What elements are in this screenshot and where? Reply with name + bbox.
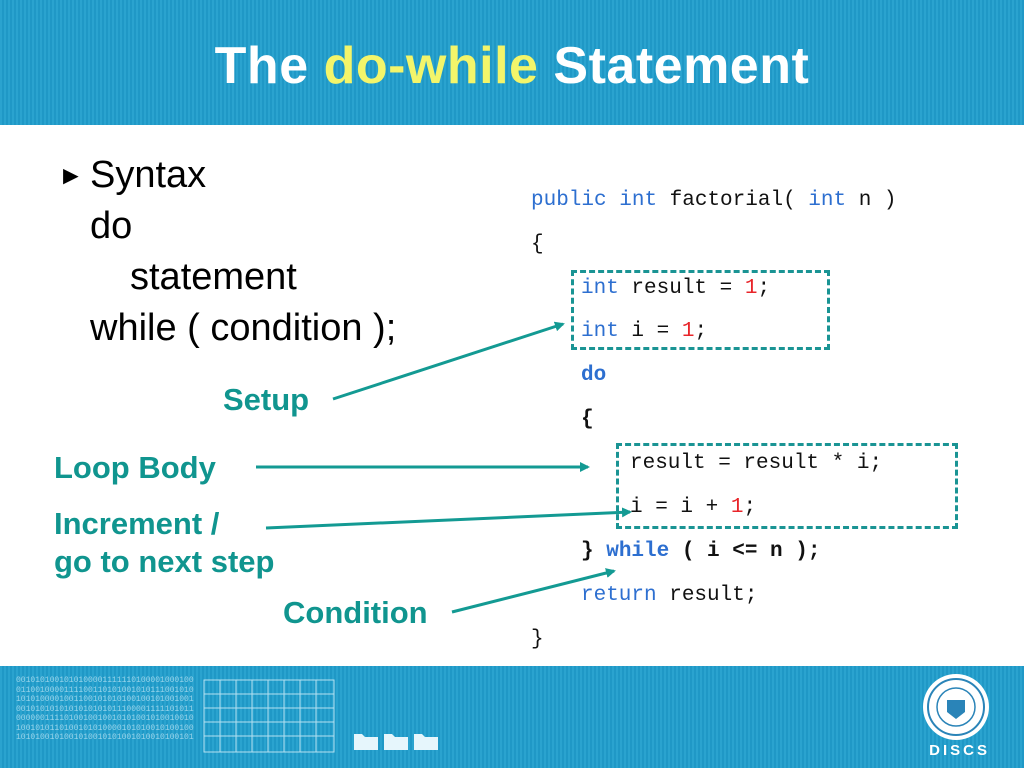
folder-icons bbox=[354, 734, 438, 750]
code-line-3: int result = 1; bbox=[581, 277, 771, 300]
code-line-4: int i = 1; bbox=[581, 320, 708, 343]
syntax-while: while ( condition ); bbox=[90, 307, 397, 349]
arrow-condition bbox=[451, 568, 616, 614]
syntax-block: ►Syntax do statement while ( condition )… bbox=[58, 150, 396, 354]
title-pre: The bbox=[214, 37, 309, 95]
label-increment-line1: Increment / bbox=[54, 506, 220, 541]
syntax-do: do bbox=[90, 205, 133, 247]
code-line-8: i = i + 1; bbox=[630, 496, 757, 519]
code-line-1: public int factorial( int n ) bbox=[531, 189, 897, 212]
label-increment-line2: go to next step bbox=[54, 544, 275, 579]
header-band: The do-while Statement bbox=[0, 0, 1024, 125]
loop-body-dashed-box bbox=[616, 443, 958, 529]
bullet-icon: ► bbox=[58, 160, 84, 190]
code-line-6: { bbox=[581, 408, 594, 431]
title-highlight: do-while bbox=[323, 37, 539, 95]
arrow-setup bbox=[332, 321, 565, 401]
label-loop-body: Loop Body bbox=[54, 450, 216, 485]
binary-pattern: 0010101001010100001111110100001000100011… bbox=[16, 676, 194, 742]
grid-graphic-icon bbox=[203, 679, 335, 753]
code-line-5: do bbox=[581, 364, 607, 387]
university-seal-icon bbox=[923, 674, 989, 740]
syntax-heading-line: ►Syntax bbox=[58, 150, 396, 201]
code-line-2: { bbox=[531, 233, 544, 256]
setup-dashed-box bbox=[571, 270, 830, 350]
syntax-statement: statement bbox=[130, 256, 297, 298]
code-line-7: result = result * i; bbox=[630, 452, 883, 475]
label-setup: Setup bbox=[223, 382, 310, 417]
code-line-11: } bbox=[531, 628, 544, 651]
title-post: Statement bbox=[553, 37, 810, 95]
slide-title: The do-while Statement bbox=[0, 36, 1024, 96]
label-condition: Condition bbox=[283, 595, 428, 630]
code-line-9: } while ( i <= n ); bbox=[581, 540, 821, 563]
footer-band: 0010101001010100001111110100001000100011… bbox=[0, 666, 1024, 768]
arrow-increment bbox=[265, 507, 632, 530]
syntax-heading: Syntax bbox=[90, 154, 207, 196]
discs-logo-text: DISCS bbox=[929, 742, 990, 759]
code-line-10: return result; bbox=[581, 584, 758, 607]
